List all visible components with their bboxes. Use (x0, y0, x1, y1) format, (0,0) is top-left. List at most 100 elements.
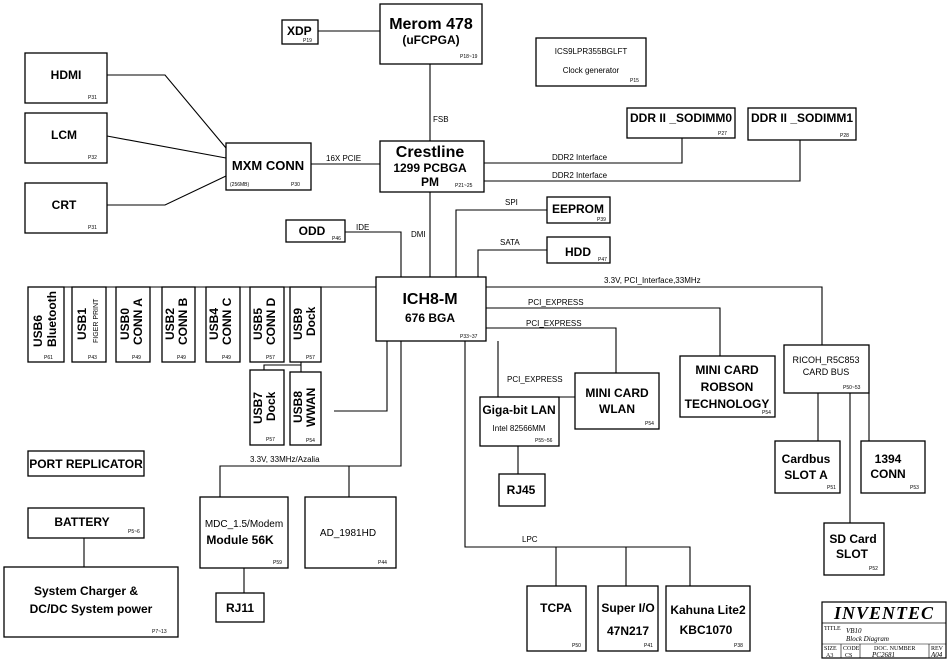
block-crt: CRT P31 (24, 182, 108, 234)
ddr0-page: P27 (718, 131, 727, 137)
block-sd-card-slot: SD Card SLOT P52 (823, 522, 885, 576)
clock-label: ICS9LPR355BGLFT (555, 47, 628, 56)
portrep-label: PORT REPLICATOR (29, 457, 143, 471)
block-ich8m: ICH8-M 676 BGA P33~37 (375, 276, 487, 342)
bus-fsb-label: FSB (433, 115, 449, 124)
kahuna-label: Kahuna Lite2 (670, 603, 746, 617)
gbe-label: Giga-bit LAN (482, 403, 555, 417)
ad1981-page: P44 (378, 560, 387, 566)
title-block: INVENTEC TITLE VB10 Block Diagram SIZE A… (821, 601, 947, 659)
usb9-page: P57 (306, 355, 315, 361)
usb5-page: P57 (266, 355, 275, 361)
block-hdmi: HDMI P31 (24, 52, 108, 104)
ddr1-page: P28 (840, 133, 849, 139)
crestline-page: P21~25 (455, 183, 473, 189)
title-value: VB10 (846, 627, 862, 635)
block-usb5: USB5 CONN D P57 (249, 286, 285, 363)
crestline-label: Crestline (396, 144, 465, 161)
block-1394-conn: 1394 CONN P53 (860, 440, 926, 494)
bus-pcie16-label: 16X PCIE (326, 154, 361, 163)
hdd-label: HDD (565, 245, 591, 259)
usb1-label: USB1 (75, 308, 89, 340)
usb8-page: P54 (306, 438, 315, 444)
superio-sub: 47N217 (607, 624, 649, 638)
rev-value: A04 (930, 651, 943, 659)
wlan-sub: WLAN (599, 402, 635, 416)
bus-labels: FSB 16X PCIE DDR2 Interface DDR2 Interfa… (250, 115, 701, 544)
gbe-page: P55~56 (535, 438, 553, 444)
block-xdp: XDP P19 (281, 19, 319, 45)
robson-sub1: ROBSON (701, 380, 754, 394)
mxm-sub: (256MB) (230, 182, 250, 188)
block-usb4: USB4 CONN C P49 (205, 286, 241, 363)
block-clock-generator: ICS9LPR355BGLFT Clock generator P15 (535, 37, 647, 87)
block-lcm: LCM P32 (24, 112, 108, 164)
mdc-sub: Module 56K (206, 533, 274, 547)
block-gigabit-lan: Giga-bit LAN Intel 82566MM P55~56 (479, 396, 560, 447)
mxm-label: MXM CONN (232, 158, 304, 173)
block-tcpa: TCPA P50 (526, 585, 587, 652)
merom-page: P18~19 (460, 54, 478, 60)
size-value: A3 (826, 653, 833, 659)
usb5-sub: CONN D (264, 297, 278, 345)
bus-pci-express-b-label: PCI_EXPRESS (526, 319, 582, 328)
usb1-sub: FIGER PRINT (93, 298, 100, 343)
code-value: CS (845, 653, 852, 659)
bus-azalia-label: 3.3V, 33MHz/Azalia (250, 455, 320, 464)
cardbus-page: P51 (827, 485, 836, 491)
block-merom: Merom 478 (uFCPGA) P18~19 (379, 3, 483, 65)
bus-pci-express-c-label: PCI_EXPRESS (507, 375, 563, 384)
ddr0-label: DDR II _SODIMM0 (630, 111, 732, 125)
usb0-page: P49 (132, 355, 141, 361)
kahuna-page: P38 (734, 643, 743, 649)
company-logo: INVENTEC (833, 603, 934, 623)
ricoh-label: RICOH_R5C853 (792, 355, 859, 365)
bus-ddr2-b-label: DDR2 Interface (552, 171, 608, 180)
block-mxm-conn: MXM CONN (256MB) P30 (225, 142, 312, 191)
wlan-label: MINI CARD (585, 386, 649, 400)
block-battery: BATTERY P5~6 (27, 507, 145, 539)
rev-label: REV (931, 646, 944, 652)
size-label: SIZE (824, 646, 837, 652)
block-kahuna: Kahuna Lite2 KBC1070 P38 (665, 585, 751, 652)
battery-page: P5~6 (128, 529, 140, 535)
block-eeprom: EEPROM P39 (546, 196, 611, 224)
eeprom-page: P39 (597, 217, 606, 223)
odd-page: P46 (332, 236, 341, 242)
title-label: TITLE (824, 626, 841, 632)
usb8-sub: WWAN (304, 388, 318, 427)
charger-label: System Charger & (34, 584, 138, 598)
bus-lpc-label: LPC (522, 535, 538, 544)
kahuna-sub: KBC1070 (680, 623, 733, 637)
usb7-label: USB7 (251, 392, 265, 424)
superio-label: Super I/O (601, 601, 654, 615)
block-rj45: RJ45 (498, 473, 546, 507)
ieee1394-sub: CONN (870, 467, 905, 481)
usb0-sub: CONN A (131, 298, 145, 345)
merom-sub: (uFCPGA) (402, 33, 459, 47)
doc-number-value: PC2681 (871, 651, 895, 659)
usb4-label: USB4 (207, 308, 221, 340)
battery-label: BATTERY (54, 515, 109, 529)
crestline-sub2: PM (421, 175, 439, 189)
rj45-label: RJ45 (507, 483, 536, 497)
usb2-page: P49 (177, 355, 186, 361)
usb8-label: USB8 (291, 391, 305, 423)
block-minicard-wlan: MINI CARD WLAN P54 (574, 372, 660, 430)
ad1981-label: AD_1981HD (320, 528, 376, 539)
title-subtitle: Block Diagram (846, 635, 889, 643)
hdmi-page: P31 (88, 95, 97, 101)
block-cardbus-slot: Cardbus SLOT A P51 (774, 440, 841, 494)
bus-pci-express-a-label: PCI_EXPRESS (528, 298, 584, 307)
block-usb6: USB6 Bluetooth P61 (27, 286, 65, 363)
robson-label: MINI CARD (695, 363, 759, 377)
sdcard-sub: SLOT (836, 547, 869, 561)
ich8-page: P33~37 (460, 334, 478, 340)
eeprom-label: EEPROM (552, 202, 604, 216)
bus-dmi-label: DMI (411, 230, 426, 239)
block-minicard-robson: MINI CARD ROBSON TECHNOLOGY P54 (679, 355, 776, 418)
usb5-label: USB5 (251, 308, 265, 340)
crestline-sub1: 1299 PCBGA (393, 161, 467, 175)
bus-pci-interface-label: 3.3V, PCI_Interface,33MHz (604, 276, 701, 285)
